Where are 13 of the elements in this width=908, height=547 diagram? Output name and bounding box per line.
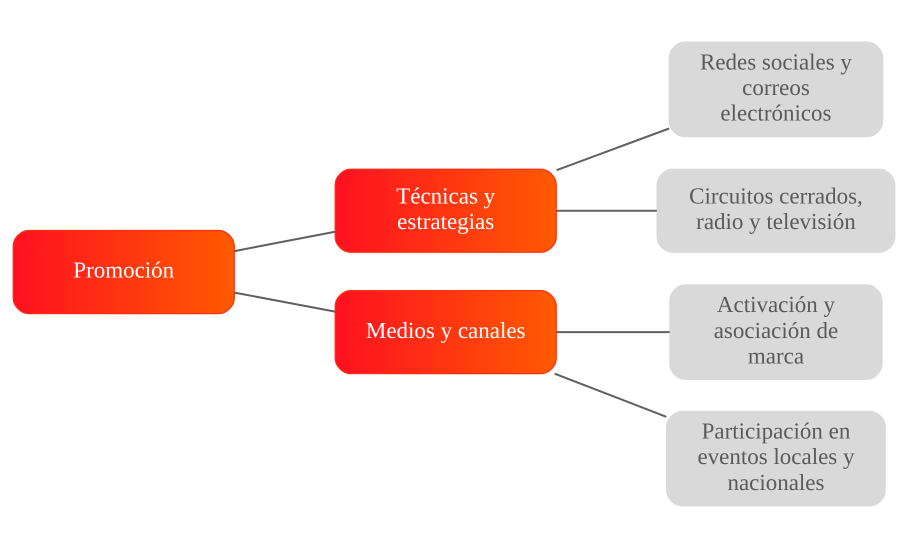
connector bbox=[556, 209, 657, 212]
connector bbox=[556, 330, 670, 333]
node-box: Técnicas y estrategias bbox=[334, 168, 557, 252]
connector bbox=[554, 372, 667, 418]
node-box: Circuitos cerrados, radio y televisión bbox=[656, 168, 896, 252]
node-box: Participación en eventos locales y nacionales bbox=[666, 410, 886, 506]
connector bbox=[556, 127, 670, 171]
connector bbox=[234, 291, 336, 312]
node-box: Medios y canales bbox=[334, 289, 557, 374]
node-box: Activación y asociación de marca bbox=[669, 284, 883, 380]
node-box: Promoción bbox=[12, 229, 235, 314]
node-box: Redes sociales y correos electrónicos bbox=[668, 40, 884, 137]
connector bbox=[234, 230, 336, 252]
